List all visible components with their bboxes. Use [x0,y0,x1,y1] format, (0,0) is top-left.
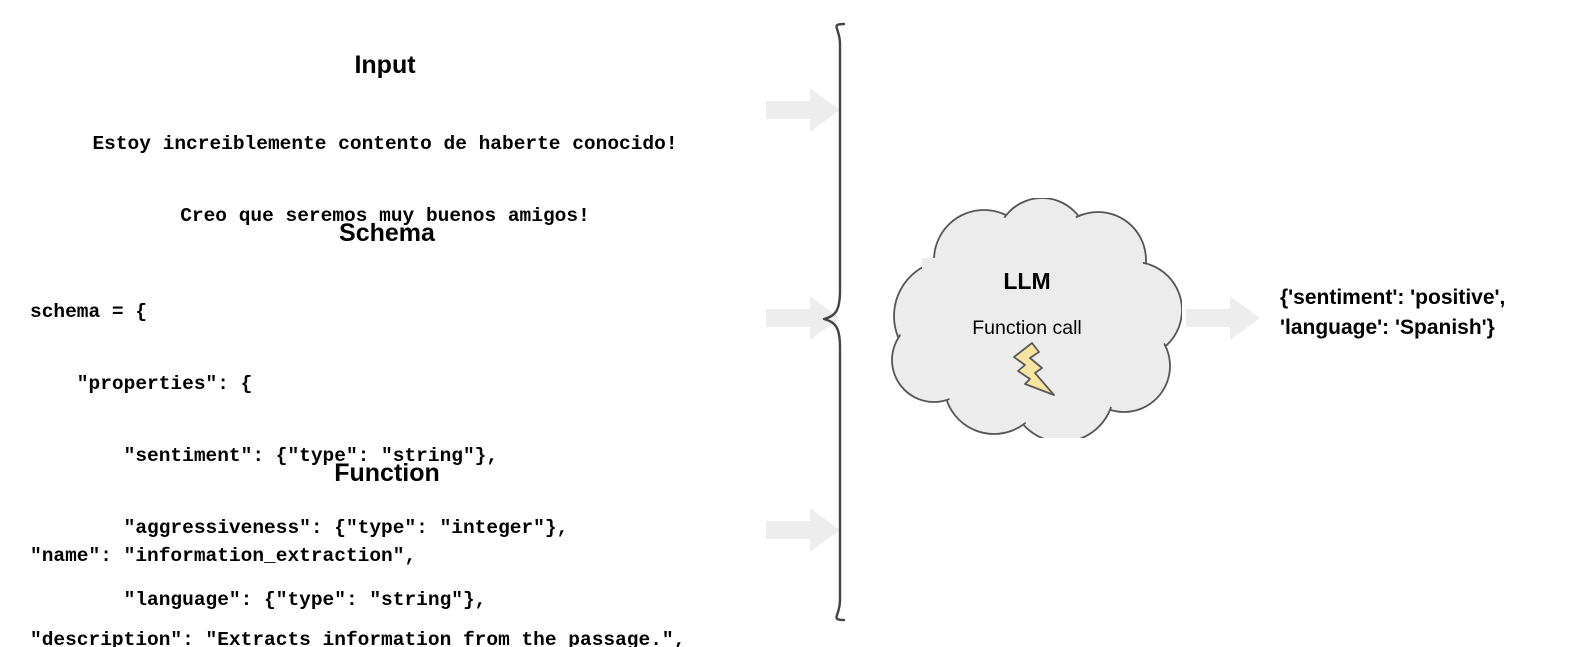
function-section-heading: Function [334,459,440,487]
input-text-line: Creo que seremos muy buenos amigos! [180,205,590,227]
llm-subtitle: Function call [972,317,1082,339]
output-arrow [1186,296,1260,345]
llm-title: LLM [1003,268,1051,294]
output-text-block: {'sentiment': 'positive', 'language': 'S… [1280,283,1580,343]
schema-code-line: "aggressiveness": {"type": "integer"}, [30,517,569,539]
lightning-bolt-icon [1012,341,1060,402]
function-code-line: "name": "information_extraction", [30,545,417,567]
input-text-block: Estoy increiblemente contento de haberte… [30,86,740,274]
schema-code-line: schema = { [30,301,148,323]
function-arrow [766,508,840,557]
schema-code-block: schema = { "properties": { "sentiment": … [30,254,750,647]
input-arrow [766,88,840,137]
input-text-line: Estoy increiblemente contento de haberte… [92,133,678,155]
schema-arrow [766,296,840,345]
curly-brace [818,22,864,627]
schema-code-line: "sentiment": {"type": "string"}, [30,445,499,467]
function-code-block: "name": "information_extraction", "descr… [30,492,770,647]
input-section-heading: Input [354,51,416,79]
output-text-line: 'language': 'Spanish'} [1280,316,1495,339]
function-code-line: "description": "Extracts information fro… [30,629,686,647]
schema-section-heading: Schema [339,219,435,247]
schema-code-line: "language": {"type": "string"}, [30,589,487,611]
output-text-line: {'sentiment': 'positive', [1280,286,1506,309]
schema-code-line: "properties": { [30,373,253,395]
